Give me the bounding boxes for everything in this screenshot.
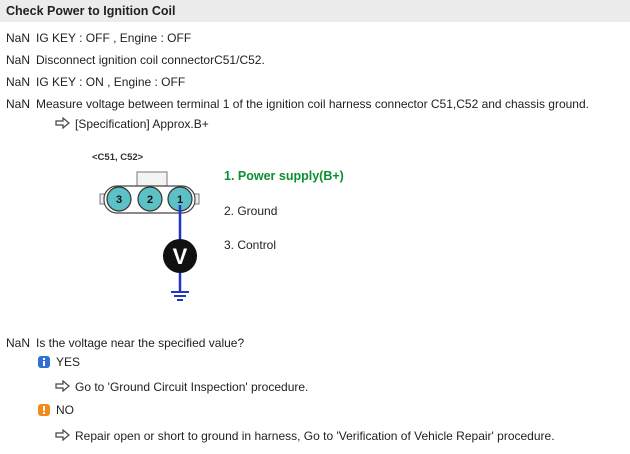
specification-line: [Specification] Approx.B+ (55, 117, 209, 131)
question-text: Is the voltage near the specified value? (36, 336, 245, 350)
step-number: NaN (6, 53, 31, 67)
answer-no-label: NO (56, 403, 74, 417)
connector-diagram: <C51, C52> 3 2 1 V 1. Power supply(B+) 2… (90, 148, 410, 308)
answer-no-action: Repair open or short to ground in harnes… (55, 429, 555, 443)
warning-icon (38, 404, 50, 416)
answer-yes-label: YES (56, 355, 81, 369)
step-text: IG KEY : ON , Engine : OFF (36, 75, 186, 89)
ground-icon (171, 291, 189, 301)
voltmeter-icon (163, 239, 197, 273)
section-title: Check Power to Ignition Coil (0, 0, 630, 22)
question-line: NaN Is the voltage near the specified val… (6, 336, 244, 350)
connector-latch (136, 171, 168, 187)
info-icon (38, 356, 50, 368)
pin-legend-2: 2. Ground (224, 204, 278, 218)
step-text: IG KEY : OFF , Engine : OFF (36, 31, 192, 45)
connector-label: <C51, C52> (92, 152, 144, 163)
pin-2 (137, 186, 163, 212)
answer-yes: YES (38, 355, 80, 369)
arrow-right-icon (55, 117, 70, 129)
step-number: NaN (6, 97, 31, 111)
step-1: NaN IG KEY : OFF , Engine : OFF (6, 31, 191, 45)
arrow-right-icon (55, 429, 70, 441)
step-text: Measure voltage between terminal 1 of th… (36, 97, 589, 111)
step-number: NaN (6, 31, 31, 45)
step-number: NaN (6, 75, 31, 89)
step-text: Disconnect ignition coil connectorC51/C5… (36, 53, 265, 67)
connector-drawing: 3 2 1 V (99, 171, 200, 301)
question-number: NaN (6, 336, 31, 350)
answer-yes-action-text: Go to 'Ground Circuit Inspection' proced… (75, 380, 309, 394)
answer-no-action-text: Repair open or short to ground in harnes… (75, 429, 555, 443)
answer-yes-action: Go to 'Ground Circuit Inspection' proced… (55, 380, 308, 394)
pin-3-number: 3 (116, 194, 122, 206)
pin-1-number: 1 (177, 194, 183, 206)
pin-legend-3: 3. Control (224, 238, 277, 252)
pin-legend-1: 1. Power supply(B+) (224, 169, 344, 183)
pin-2-number: 2 (147, 194, 153, 206)
step-2: NaN Disconnect ignition coil connectorC51… (6, 53, 265, 67)
specification-text: [Specification] Approx.B+ (75, 117, 209, 131)
answer-no: NO (38, 403, 74, 417)
step-3: NaN IG KEY : ON , Engine : OFF (6, 75, 185, 89)
pin-3 (106, 186, 132, 212)
step-4: NaN Measure voltage between terminal 1 of… (6, 97, 589, 111)
voltmeter-symbol: V (173, 244, 188, 269)
arrow-right-icon (55, 380, 70, 392)
